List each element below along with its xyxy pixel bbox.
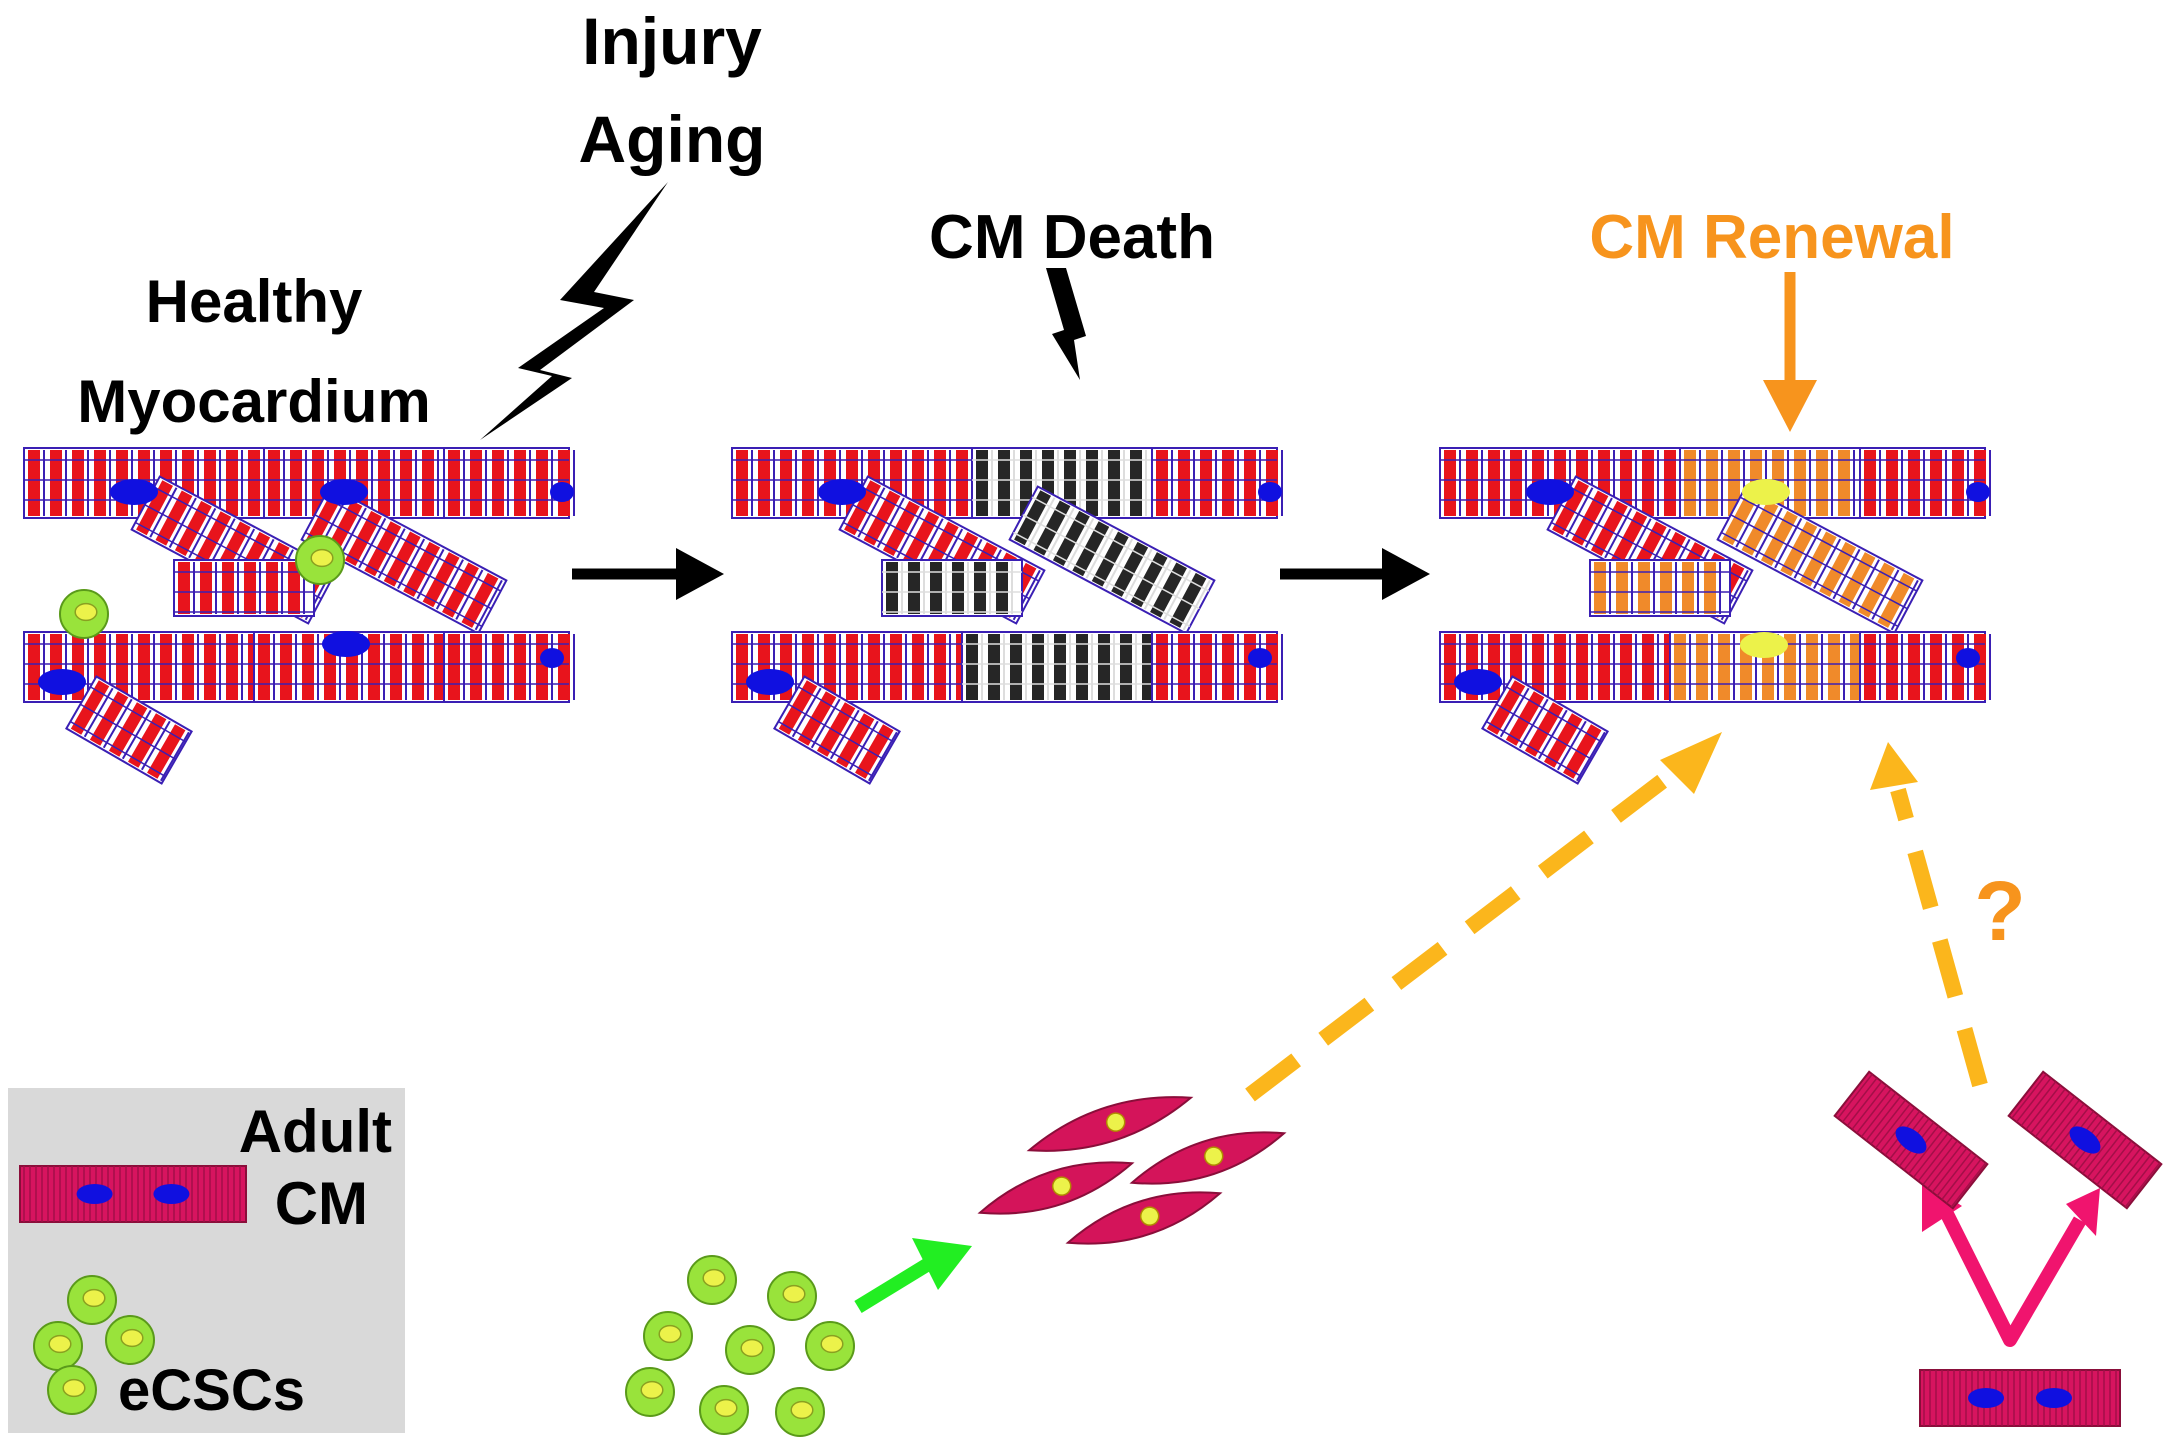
step-arrow-1-head xyxy=(676,548,724,600)
tissue-dead-fiber-mid-band xyxy=(881,559,1023,617)
daughter-cm-right xyxy=(2007,1070,2163,1210)
ecsc-cluster-cell-2 xyxy=(767,1271,817,1321)
ecsc-cluster-cell-1 xyxy=(687,1255,737,1305)
tissue-healthy-nucleus-4 xyxy=(322,631,370,657)
legend-cm-label: CM xyxy=(275,1170,368,1237)
tissue-renewed-fiber-tail xyxy=(1481,675,1609,785)
question-mark: ? xyxy=(1974,864,2025,958)
legend-ecsc-2 xyxy=(33,1321,83,1371)
tissue-renewed-nucleus-1 xyxy=(1526,479,1574,505)
tissue-dead-fiber-top-mid xyxy=(971,447,1153,519)
ecsc-cluster-cell-6 xyxy=(625,1367,675,1417)
tissue-renewed-nucleus-4 xyxy=(1740,632,1788,658)
tissue-ecsc-2 xyxy=(295,535,345,585)
tissue-dead-nucleus-2 xyxy=(746,669,794,695)
tissue-healthy-fiber-diag-2 xyxy=(300,485,508,635)
aging-label: Aging xyxy=(579,102,766,176)
tissue-dead-fiber-top-right xyxy=(1151,447,1283,519)
tissue-renewed-nucleus-5 xyxy=(1966,482,1990,502)
tissue-dead-nucleus-1 xyxy=(818,479,866,505)
myocardium-label: Myocardium xyxy=(77,368,430,435)
division-arrows xyxy=(1933,1196,2087,1347)
progenitor-cell-2 xyxy=(1129,1131,1287,1185)
tissue-healthy-nucleus-5 xyxy=(550,482,574,502)
tissue-dead-nucleus-5 xyxy=(1258,482,1282,502)
tissue-renewed-nucleus-6 xyxy=(1956,648,1980,668)
ecsc-cluster-cell-8 xyxy=(775,1387,825,1437)
legend-ecsc-1 xyxy=(67,1275,117,1325)
ecsc-cluster-cell-7 xyxy=(699,1385,749,1435)
tissue-healthy xyxy=(23,447,575,785)
tissue-ecsc-1 xyxy=(59,589,109,639)
healthy-label: Healthy xyxy=(146,268,363,335)
tissue-dead xyxy=(731,447,1283,785)
tissue-renewed-fiber-mid-band xyxy=(1589,559,1731,617)
tissue-renewed-fiber-top-right xyxy=(1859,447,1991,519)
daughter-cm-left xyxy=(1833,1070,1989,1210)
tissue-renewed xyxy=(1439,447,1991,785)
legend-adult-cm xyxy=(19,1165,247,1223)
division-arrow-right-head xyxy=(2066,1188,2100,1236)
ecsc-cluster-cell-4 xyxy=(725,1325,775,1375)
progenitor-cell-3 xyxy=(977,1161,1135,1215)
tissue-healthy-nucleus-2 xyxy=(38,669,86,695)
legend-ecsc-4 xyxy=(47,1365,97,1415)
progenitor-cell-1 xyxy=(1026,1096,1194,1152)
renewal-arrow-head xyxy=(1763,380,1817,432)
tissue-healthy-fiber-top-right xyxy=(443,447,575,519)
ecsc-cluster-cell-5 xyxy=(805,1321,855,1371)
tissue-healthy-fiber-tail xyxy=(65,675,193,785)
tissue-healthy-fiber-mid-band xyxy=(173,559,315,617)
dashed-arrow-from-adult-cm xyxy=(1890,787,1988,1088)
tissue-dead-fiber-bottom-right xyxy=(1151,631,1283,703)
differentiation-arrow-head xyxy=(912,1238,972,1290)
step-arrow-2-head xyxy=(1382,548,1430,600)
tissue-renewed-nucleus-2 xyxy=(1454,669,1502,695)
tissue-dead-fiber-diag-2 xyxy=(1008,485,1216,635)
injury-label: Injury xyxy=(582,4,762,78)
cm-death-label: CM Death xyxy=(929,203,1215,272)
injury-lightning-icon xyxy=(480,182,668,440)
tissue-dead-nucleus-6 xyxy=(1248,648,1272,668)
legend-ecsc-3 xyxy=(105,1315,155,1365)
tissue-renewed-fiber-diag-2 xyxy=(1716,485,1924,635)
tissue-healthy-nucleus-1 xyxy=(110,479,158,505)
tissue-healthy-nucleus-3 xyxy=(320,479,368,505)
progenitor-cell-4 xyxy=(1065,1191,1223,1245)
cm-renewal-label: CM Renewal xyxy=(1589,203,1954,272)
legend-ecsc-label: eCSCs xyxy=(118,1358,305,1423)
tissue-dead-fiber-tail xyxy=(773,675,901,785)
legend-adult-label: Adult xyxy=(239,1098,392,1165)
dashed-arrow-from-adult-cm-head xyxy=(1870,742,1918,790)
tissue-renewed-nucleus-3 xyxy=(1742,479,1790,505)
tissue-renewed-fiber-bottom-left xyxy=(1439,631,1681,703)
differentiation-arrow xyxy=(854,1257,934,1313)
dashed-arrow-from-progenitors xyxy=(1245,753,1695,1102)
death-lightning-icon xyxy=(1046,268,1086,380)
ecsc-cluster-cell-3 xyxy=(643,1311,693,1361)
tissue-dead-fiber-bottom-mid xyxy=(961,631,1159,703)
dashed-arrow-from-progenitors-head xyxy=(1660,732,1722,794)
dividing-adult-cm xyxy=(1919,1369,2121,1427)
tissue-healthy-nucleus-6 xyxy=(540,648,564,668)
